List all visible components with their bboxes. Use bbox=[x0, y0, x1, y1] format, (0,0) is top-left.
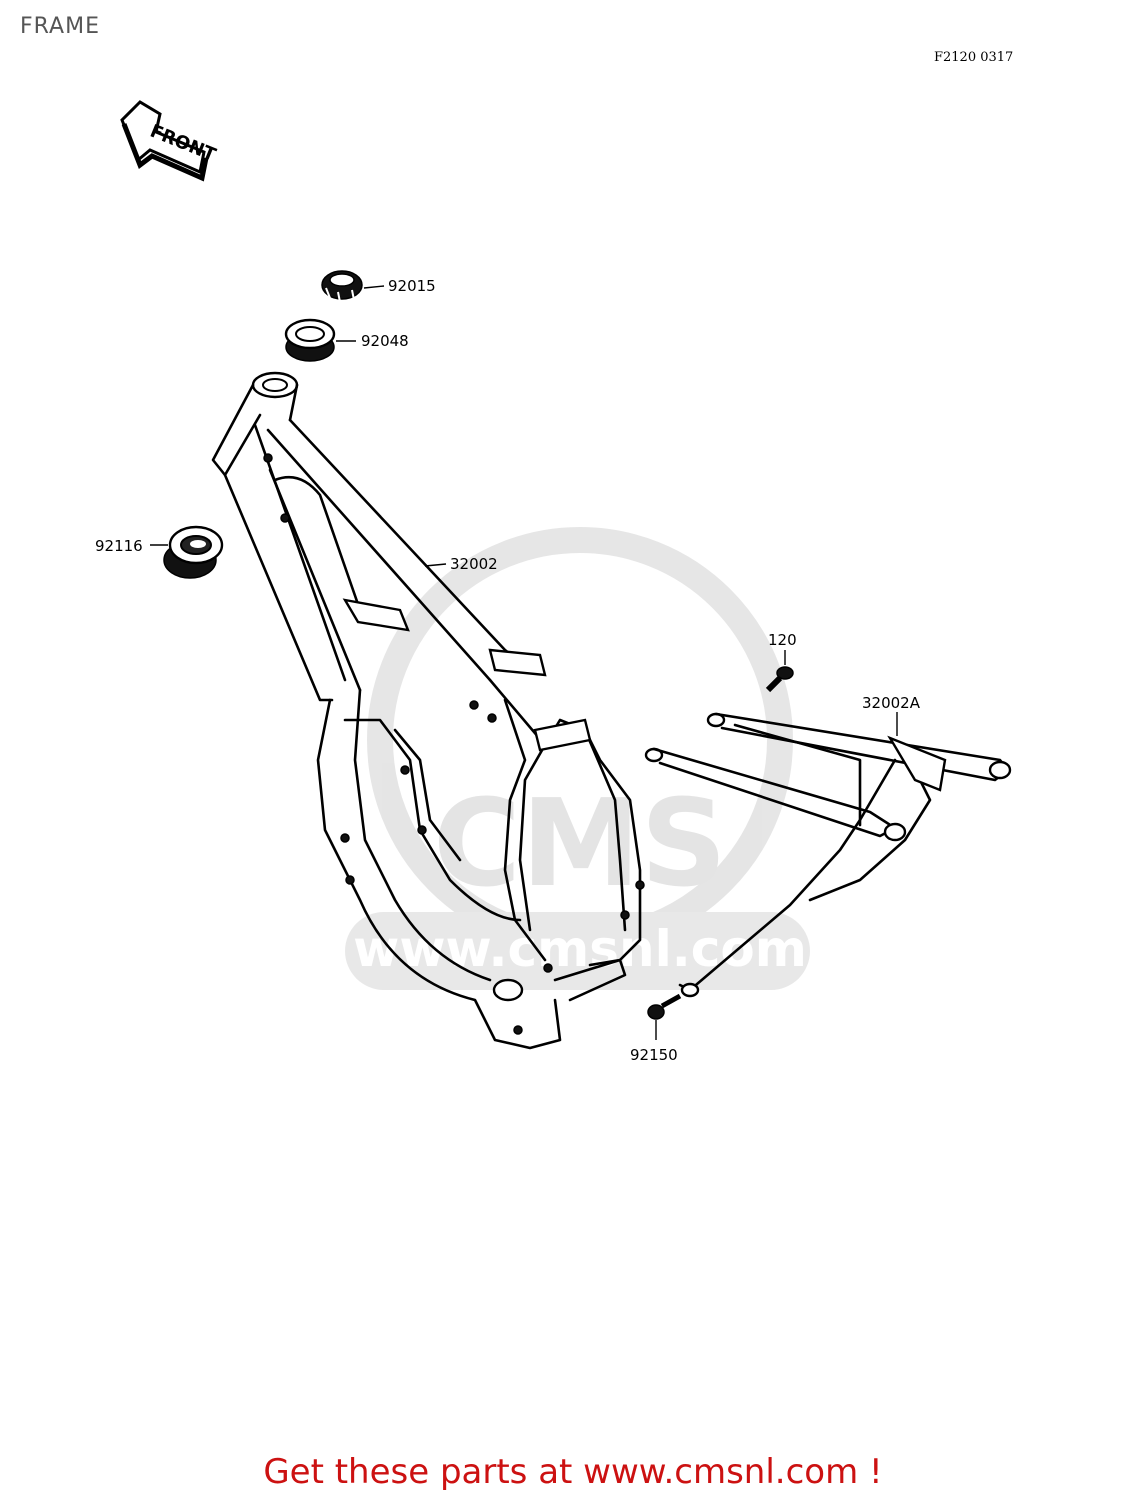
seal-icon bbox=[284, 318, 336, 362]
callout-92048: 92048 bbox=[361, 332, 409, 350]
callout-120: 120 bbox=[768, 631, 797, 649]
subframe bbox=[644, 712, 1012, 998]
parts-diagram: CMS www.cmsnl.com FRONT bbox=[95, 100, 1012, 1064]
bearing-icon bbox=[163, 525, 224, 579]
bolt-120-icon bbox=[765, 666, 794, 693]
main-frame bbox=[211, 371, 645, 1050]
watermark-brand: CMS bbox=[433, 775, 727, 914]
callout-92015: 92015 bbox=[388, 277, 436, 295]
callout-32002: 32002 bbox=[450, 555, 498, 573]
footer-link[interactable]: Get these parts at www.cmsnl.com ! bbox=[263, 1452, 883, 1492]
watermark-url: www.cmsnl.com bbox=[353, 920, 807, 978]
steering-nut-icon bbox=[321, 270, 363, 303]
watermark: CMS www.cmsnl.com bbox=[345, 527, 810, 990]
diagram-code: F2120 0317 bbox=[934, 50, 1014, 65]
page-title: FRAME bbox=[20, 14, 100, 39]
callout-92116: 92116 bbox=[95, 537, 143, 555]
callout-32002A: 32002A bbox=[862, 694, 921, 712]
bolt-92150-icon bbox=[647, 993, 682, 1020]
callout-92150: 92150 bbox=[630, 1046, 678, 1064]
front-arrow-icon: FRONT bbox=[120, 100, 219, 182]
